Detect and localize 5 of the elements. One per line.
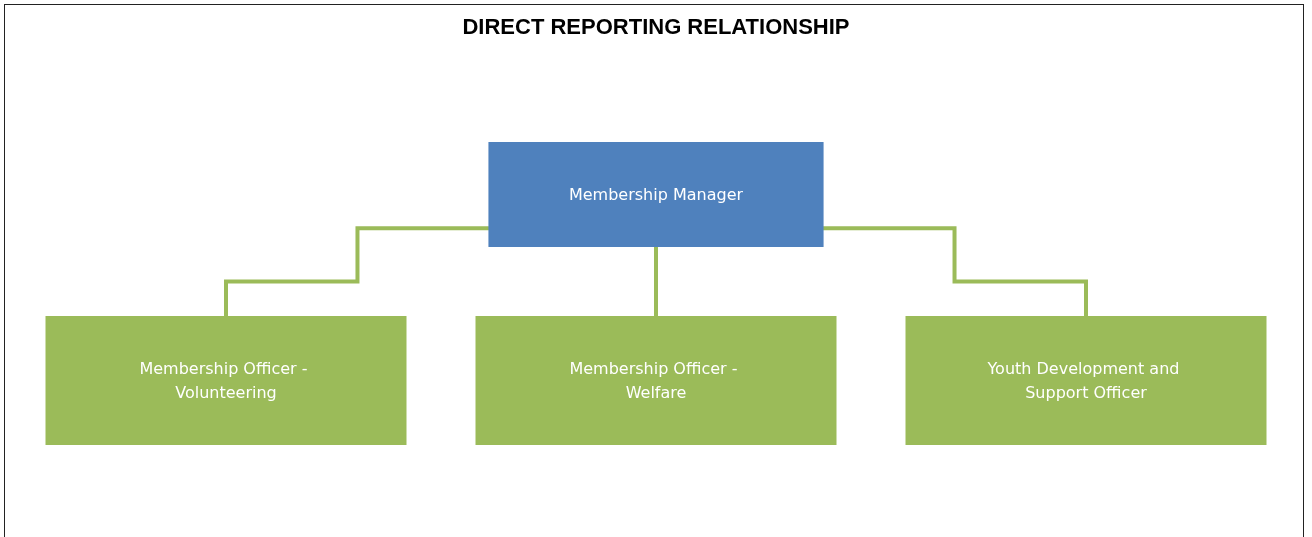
node-box: Membership Officer - Volunteering bbox=[45, 316, 407, 445]
node-box: Youth Development and Support Officer bbox=[905, 316, 1267, 445]
diagram-title: DIRECT REPORTING RELATIONSHIP bbox=[461, 14, 851, 40]
node-box: Membership Officer - Welfare bbox=[475, 316, 837, 445]
node-box: Membership Manager bbox=[488, 142, 824, 247]
